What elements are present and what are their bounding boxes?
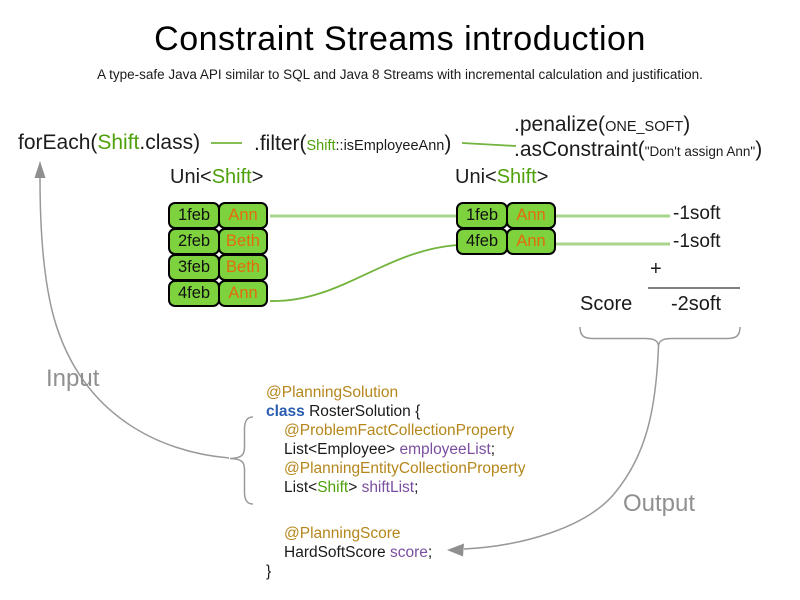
annotation-planning-entity: @PlanningEntityCollectionProperty bbox=[284, 460, 526, 477]
shift-list-field: shiftList bbox=[361, 479, 415, 496]
shift-table-filtered: 1feb Ann 4feb Ann bbox=[456, 202, 556, 255]
uni-left-prefix: Uni< bbox=[170, 166, 212, 188]
stream-curve-4feb bbox=[269, 244, 459, 302]
shift-date-cell: 1feb bbox=[168, 202, 220, 229]
filter-arg-method: ::isEmployeeAnn bbox=[335, 138, 445, 154]
input-label: Input bbox=[46, 365, 100, 392]
closing-brace: } bbox=[266, 563, 272, 580]
code-line: @PlanningEntityCollectionProperty bbox=[266, 459, 525, 478]
annotation-planning-score: @PlanningScore bbox=[284, 525, 401, 542]
code-blank-line bbox=[266, 497, 525, 524]
shift-employee-cell: Ann bbox=[218, 280, 268, 307]
filter-close: ) bbox=[444, 132, 452, 155]
annotation-problem-fact: @ProblemFactCollectionProperty bbox=[284, 422, 515, 439]
stream-type-left: Uni<Shift> bbox=[170, 166, 263, 189]
output-arrow-curve bbox=[463, 345, 660, 550]
penalize-close: ) bbox=[683, 113, 691, 136]
penalty-2: -1soft bbox=[673, 231, 721, 252]
shift-date-cell: 4feb bbox=[456, 228, 508, 255]
penalize-fn: .penalize( bbox=[514, 113, 606, 136]
code-line: List<Employee> employeeList; bbox=[266, 440, 525, 459]
connector-filter-penalize bbox=[461, 142, 517, 147]
employee-list-type: List<Employee> bbox=[284, 441, 400, 458]
shift-employee-cell: Beth bbox=[218, 228, 268, 255]
code-line: @ProblemFactCollectionProperty bbox=[266, 421, 525, 440]
shift-employee-cell: Ann bbox=[506, 228, 556, 255]
foreach-fn: forEach( bbox=[18, 131, 98, 154]
penalty-1: -1soft bbox=[673, 203, 721, 224]
asconstraint-arg: "Don't assign Ann" bbox=[644, 144, 756, 159]
stream-type-right: Uni<Shift> bbox=[455, 166, 548, 189]
filter-expression: .filter(Shift::isEmployeeAnn) bbox=[254, 132, 451, 156]
shift-list-type-prefix: List< bbox=[284, 479, 318, 496]
code-line: @PlanningScore bbox=[266, 524, 525, 543]
semicolon: ; bbox=[490, 441, 496, 458]
code-block: @PlanningSolution class RosterSolution {… bbox=[266, 383, 525, 581]
input-arrowhead-icon bbox=[34, 161, 46, 178]
foreach-rest: .class) bbox=[139, 131, 201, 154]
code-line: HardSoftScore score; bbox=[266, 543, 525, 562]
table-row: 1feb Ann bbox=[456, 202, 556, 229]
keyword-class: class bbox=[266, 403, 305, 420]
shift-list-type-suffix: > bbox=[348, 479, 362, 496]
asconstraint-fn: .asConstraint( bbox=[514, 138, 645, 161]
shift-date-cell: 3feb bbox=[168, 254, 220, 281]
asconstraint-expression: .asConstraint("Don't assign Ann") bbox=[514, 138, 762, 162]
employee-list-field: employeeList bbox=[399, 441, 491, 458]
table-row: 4feb Ann bbox=[456, 228, 556, 255]
filter-fn: .filter( bbox=[254, 132, 307, 155]
class-name: RosterSolution { bbox=[304, 403, 421, 420]
shift-table-input: 1feb Ann 2feb Beth 3feb Beth 4feb Ann bbox=[168, 202, 268, 307]
penalize-arg: ONE_SOFT bbox=[605, 119, 684, 135]
table-row: 4feb Ann bbox=[168, 280, 268, 307]
uni-left-suffix: > bbox=[251, 166, 264, 188]
plus-sign: + bbox=[650, 258, 662, 280]
code-line: List<Shift> shiftList; bbox=[266, 478, 525, 497]
shift-date-cell: 2feb bbox=[168, 228, 220, 255]
table-row: 3feb Beth bbox=[168, 254, 268, 281]
table-row: 2feb Beth bbox=[168, 228, 268, 255]
output-arrowhead-icon bbox=[447, 543, 464, 557]
asconstraint-close: ) bbox=[755, 138, 763, 161]
score-field-type: HardSoftScore bbox=[284, 544, 390, 561]
uni-left-type: Shift bbox=[211, 166, 252, 188]
uni-right-type: Shift bbox=[496, 166, 537, 188]
shift-date-cell: 4feb bbox=[168, 280, 220, 307]
input-arrow-curve bbox=[39, 177, 230, 459]
subtitle: A type-safe Java API similar to SQL and … bbox=[97, 67, 703, 82]
semicolon: ; bbox=[414, 479, 419, 496]
score-field: score bbox=[389, 544, 428, 561]
shift-employee-cell: Beth bbox=[218, 254, 268, 281]
annotation-planning-solution: @PlanningSolution bbox=[266, 384, 399, 401]
code-line: class RosterSolution { bbox=[266, 402, 525, 421]
semicolon: ; bbox=[427, 544, 433, 561]
code-line: } bbox=[266, 562, 525, 581]
foreach-arg-shift: Shift bbox=[97, 131, 140, 154]
uni-right-prefix: Uni< bbox=[455, 166, 497, 188]
shift-date-cell: 1feb bbox=[456, 202, 508, 229]
shift-type: Shift bbox=[317, 479, 349, 496]
foreach-expression: forEach(Shift.class) bbox=[18, 131, 200, 155]
filter-arg-shift: Shift bbox=[306, 138, 336, 154]
penalize-expression: .penalize(ONE_SOFT) bbox=[514, 113, 690, 137]
shift-employee-cell: Ann bbox=[218, 202, 268, 229]
code-line: @PlanningSolution bbox=[266, 383, 525, 402]
shift-employee-cell: Ann bbox=[506, 202, 556, 229]
page-title: Constraint Streams introduction bbox=[154, 20, 646, 58]
uni-right-suffix: > bbox=[536, 166, 549, 188]
table-row: 1feb Ann bbox=[168, 202, 268, 229]
output-label: Output bbox=[623, 490, 696, 517]
score-label: Score bbox=[580, 293, 633, 315]
score-total: -2soft bbox=[671, 293, 722, 315]
input-brace bbox=[229, 416, 254, 505]
